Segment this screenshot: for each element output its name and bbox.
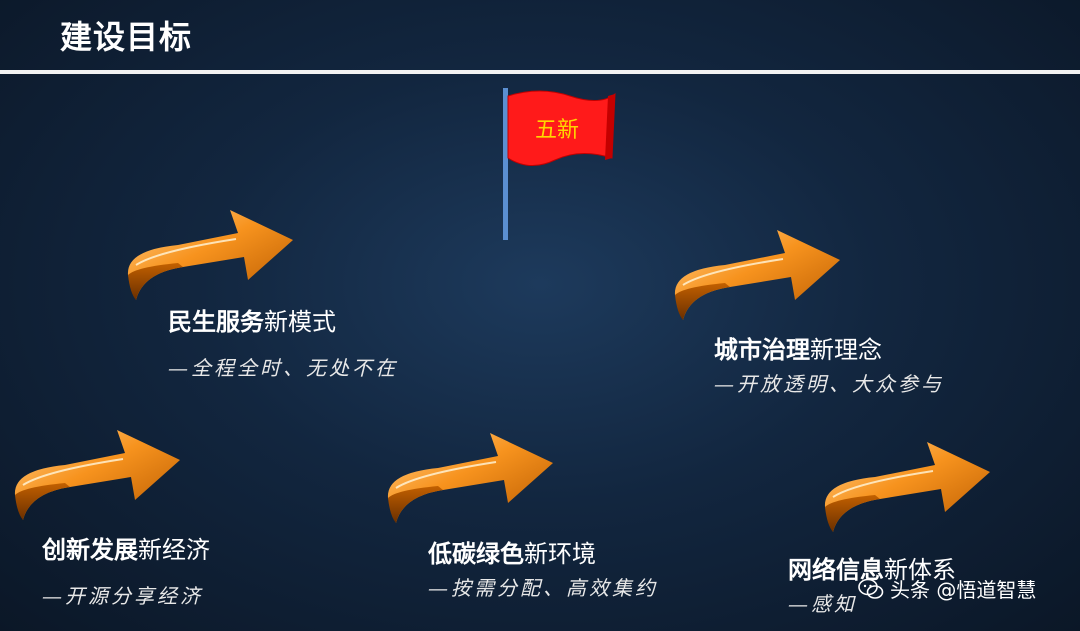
goal-subtitle-4: —按需分配、高效集约: [428, 576, 658, 600]
goal-title-5: 网络信息新体系: [788, 556, 956, 584]
goal-subtitle-3: —开源分享经济: [42, 584, 203, 608]
arrow-icon: [13, 429, 181, 521]
goal-title-3: 创新发展新经济: [42, 536, 210, 564]
page-title: 建设目标: [60, 18, 193, 56]
chat-logo-icon: [858, 578, 884, 599]
goal-title-2: 城市治理新理念: [714, 336, 882, 364]
arrow-icon: [823, 441, 991, 533]
goal-subtitle-5: —感知: [788, 592, 857, 616]
goal-subtitle-1: —全程全时、无处不在: [168, 356, 398, 380]
arrow-icon: [386, 432, 554, 524]
title-divider: [0, 70, 1080, 74]
watermark: 头条 @悟道智慧: [858, 574, 1036, 603]
arrow-icon: [126, 209, 294, 301]
flag-icon: [503, 88, 616, 240]
flag-label: 五新: [534, 118, 579, 143]
goal-title-4: 低碳绿色新环境: [428, 540, 596, 568]
arrow-icon: [673, 229, 841, 321]
goal-title-1: 民生服务新模式: [168, 308, 336, 336]
watermark-text: 头条 @悟道智慧: [890, 578, 1037, 602]
goal-subtitle-2: —开放透明、大众参与: [714, 372, 944, 396]
